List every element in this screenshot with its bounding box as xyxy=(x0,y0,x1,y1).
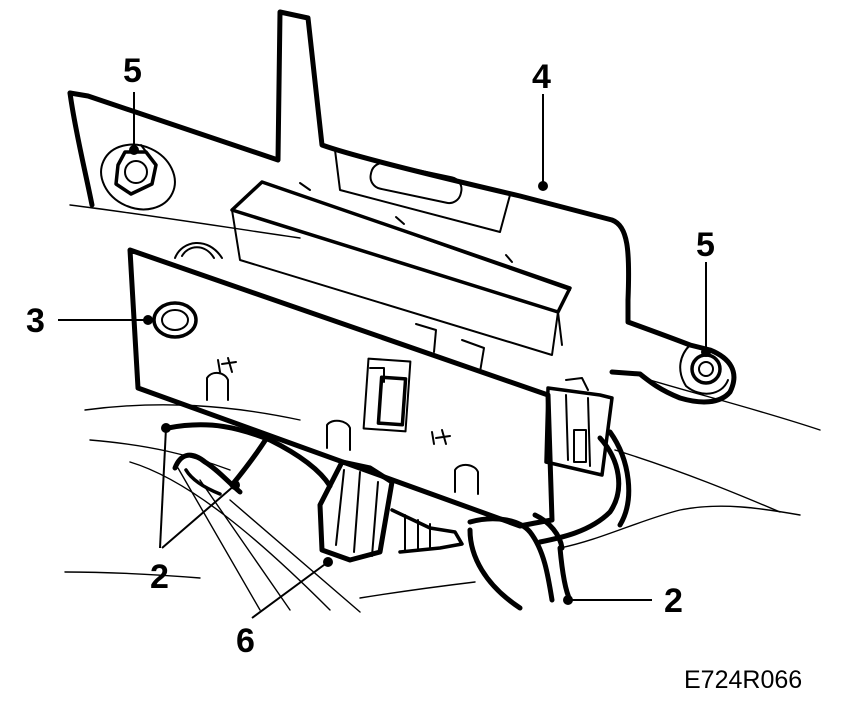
module-upper-housing xyxy=(230,180,572,356)
vehicle-body-contours xyxy=(64,204,821,613)
callout-4: 4 xyxy=(532,58,551,96)
callout-5-left: 5 xyxy=(123,52,142,90)
callout-2-left: 2 xyxy=(150,558,169,596)
anchor-dot-3 xyxy=(143,315,153,325)
module-front-plate xyxy=(127,242,555,529)
grommet xyxy=(152,301,198,339)
callout-6: 6 xyxy=(236,622,255,660)
left-bolt xyxy=(100,143,176,211)
anchor-dot-5-left xyxy=(129,145,139,155)
anchor-dot-2-right xyxy=(563,595,573,605)
callout-labels: 5 4 5 3 2 6 2 xyxy=(26,52,715,660)
anchor-dot-6 xyxy=(323,557,333,567)
leader-6 xyxy=(251,561,329,619)
callout-3: 3 xyxy=(26,302,45,340)
anchor-dot-2-b xyxy=(230,480,240,490)
leader-2-a xyxy=(159,427,167,549)
wiring-harness xyxy=(165,422,632,611)
anchor-dot-4 xyxy=(538,181,548,191)
callout-2-right: 2 xyxy=(664,582,683,620)
leader-2-b xyxy=(161,484,236,549)
anchor-dot-2-a xyxy=(161,423,171,433)
anchor-dot-5-right xyxy=(701,347,711,357)
callout-5-right: 5 xyxy=(696,226,715,264)
lower-connector xyxy=(317,459,464,563)
leader-lines xyxy=(58,92,711,619)
mounting-bracket xyxy=(67,9,737,405)
figure-code: E724R066 xyxy=(684,666,802,694)
side-connector xyxy=(544,377,614,477)
